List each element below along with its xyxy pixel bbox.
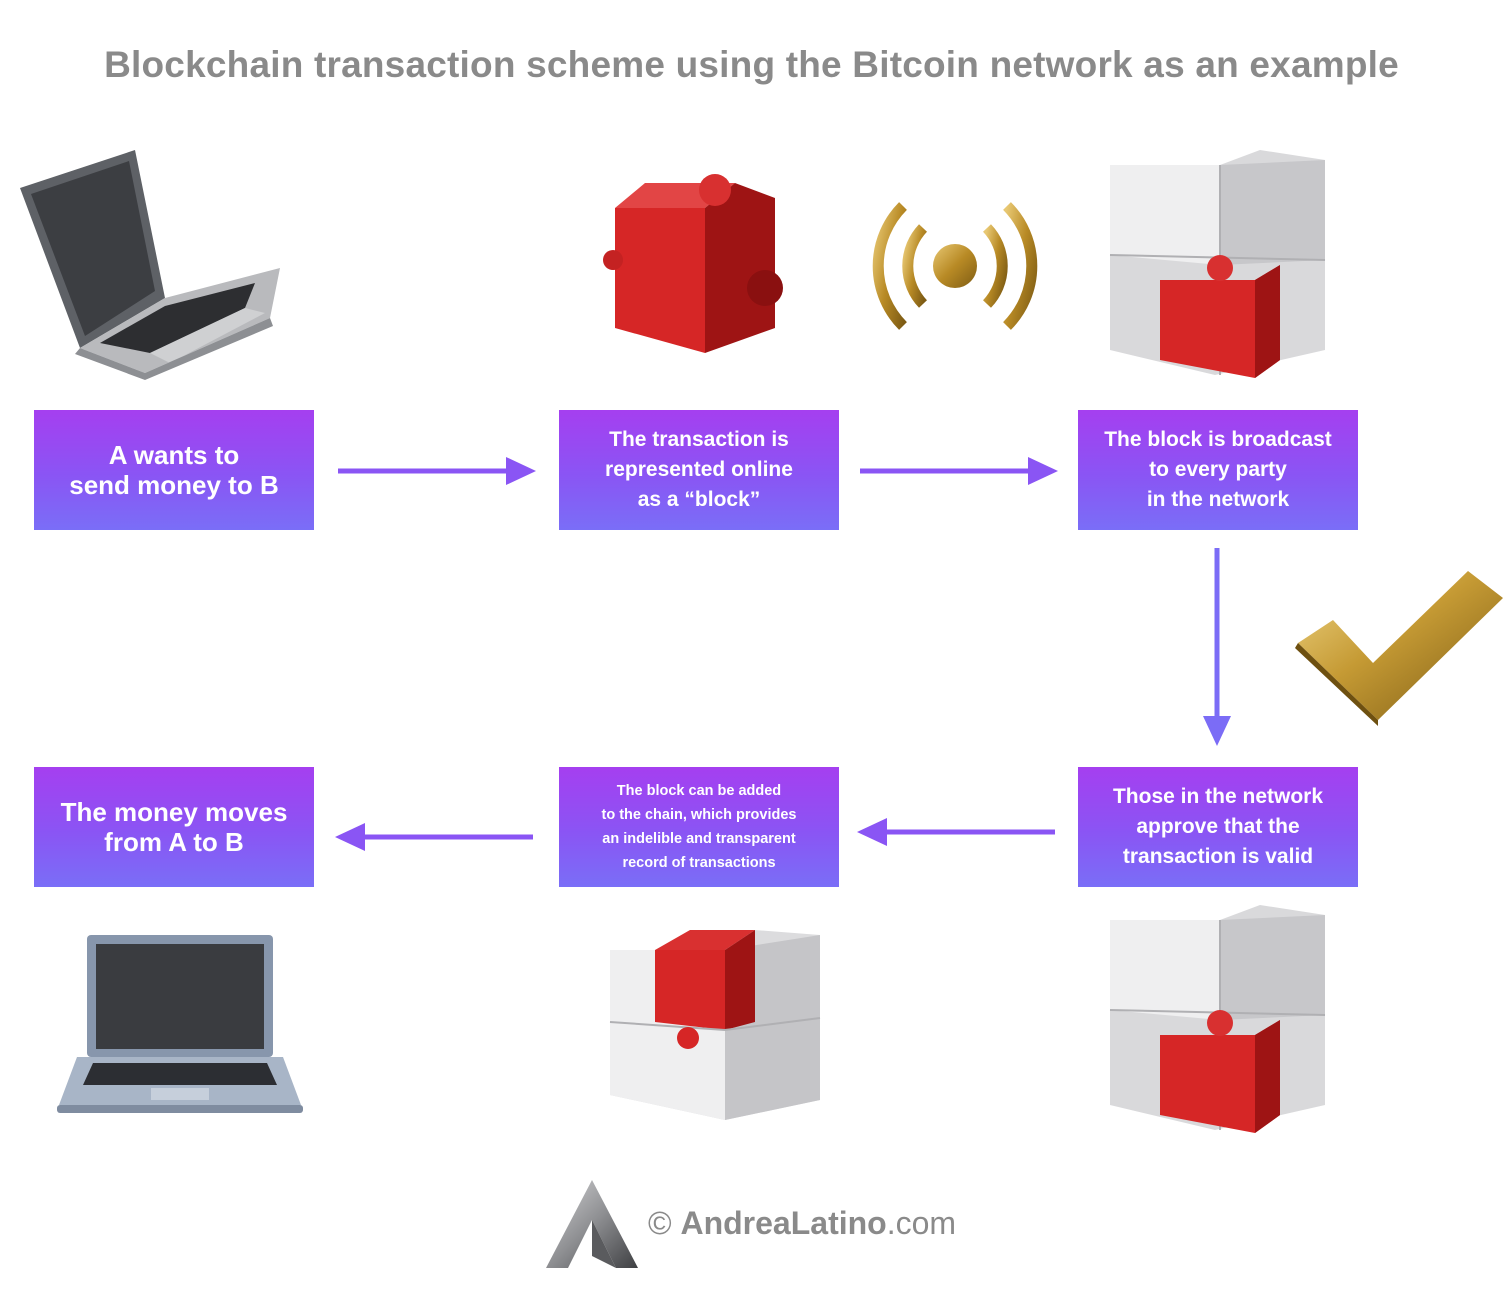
step-2-box: The transaction is represented online as… — [559, 410, 839, 530]
step-5-text: The block can be added to the chain, whi… — [601, 783, 797, 871]
copyright-symbol: © — [648, 1205, 672, 1241]
step-6-text: The money moves from A to B — [60, 797, 288, 857]
step-3-box: The block is broadcast to every party in… — [1078, 410, 1358, 530]
checkmark-icon — [1295, 571, 1503, 726]
arrow-step4-to-step5 — [857, 818, 1055, 846]
arrow-step2-to-step3 — [860, 457, 1058, 485]
step-3-text: The block is broadcast to every party in… — [1104, 428, 1332, 511]
completed-puzzle-cube-icon — [609, 930, 821, 1120]
step-1-box: A wants to send money to B — [34, 410, 314, 530]
diagram-title: Blockchain transaction scheme using the … — [104, 44, 1399, 85]
footer-credit: © AndreaLatino.com — [648, 1205, 956, 1242]
step-1-text: A wants to send money to B — [69, 440, 279, 500]
step-4-text: Those in the network approve that the tr… — [1112, 785, 1324, 868]
logo-icon — [546, 1180, 638, 1268]
broadcast-signal-icon — [872, 202, 1038, 330]
puzzle-cube-cluster-icon — [1109, 150, 1326, 378]
arrow-step1-to-step2 — [338, 457, 536, 485]
laptop-icon — [57, 935, 303, 1113]
step-6-box: The money moves from A to B — [34, 767, 314, 887]
brand-domain: .com — [886, 1205, 957, 1241]
laptop-icon — [20, 150, 280, 380]
step-4-box: Those in the network approve that the tr… — [1078, 767, 1358, 887]
brand-name: AndreaLatino — [680, 1205, 887, 1241]
arrow-step5-to-step6 — [335, 823, 533, 851]
step-2-text: The transaction is represented online as… — [605, 428, 793, 511]
red-puzzle-cube-icon — [603, 174, 783, 353]
step-5-box: The block can be added to the chain, whi… — [559, 767, 839, 887]
arrow-step3-to-step4 — [1203, 548, 1231, 746]
puzzle-cube-cluster-icon — [1109, 905, 1326, 1133]
